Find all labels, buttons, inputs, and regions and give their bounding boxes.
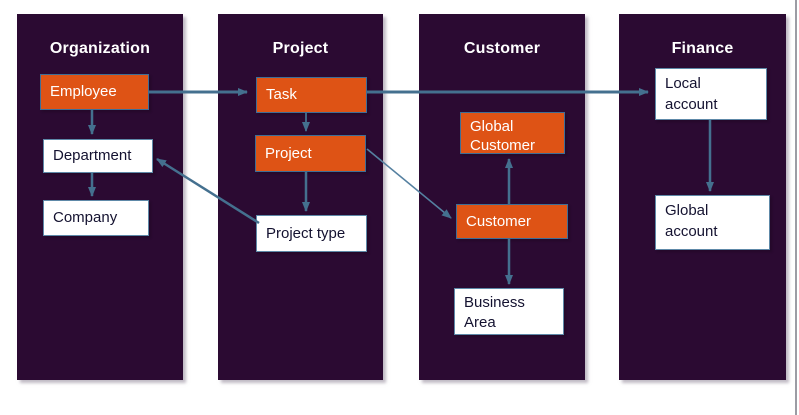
panel-customer: Customer Global Customer Customer Busine…: [419, 14, 585, 380]
panel-project: Project Task Project Project type: [218, 14, 383, 380]
panel-organization-title: Organization: [49, 40, 151, 57]
node-task: Task: [256, 77, 367, 113]
node-project: Project: [255, 135, 366, 172]
node-customer: Customer: [456, 204, 568, 239]
node-business-area: Business Area: [454, 288, 564, 335]
node-global-account: Global account: [655, 195, 770, 250]
node-project-type: Project type: [256, 215, 367, 252]
panel-finance-title: Finance: [671, 40, 734, 57]
page-right-edge-line: [795, 0, 797, 415]
panel-finance: Finance Local account Global account: [619, 14, 786, 380]
panel-customer-title: Customer: [463, 40, 541, 57]
node-company: Company: [43, 200, 149, 236]
panel-project-title: Project: [272, 40, 329, 57]
node-department: Department: [43, 139, 153, 173]
node-local-account: Local account: [655, 68, 767, 120]
node-employee: Employee: [40, 74, 149, 110]
node-global-customer: Global Customer: [460, 112, 565, 154]
panel-organization: Organization Employee Department Company: [17, 14, 183, 380]
